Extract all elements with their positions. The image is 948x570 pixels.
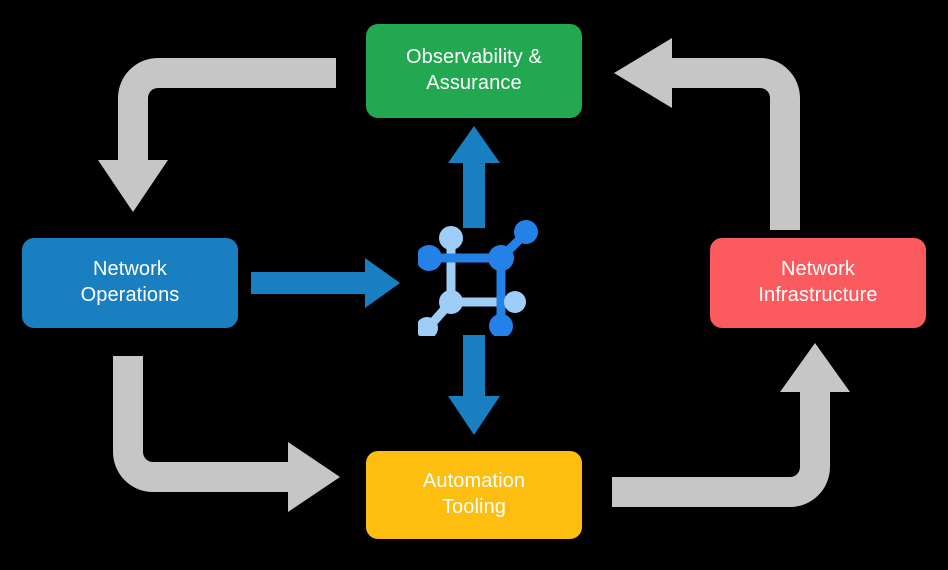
arrow-center-to-observability bbox=[448, 126, 500, 228]
arrow-automation-to-infrastructure bbox=[612, 343, 850, 507]
node-label-observability-assurance: Observability & Assurance bbox=[406, 46, 542, 94]
arrow-infrastructure-to-observability bbox=[614, 38, 800, 230]
node-box-automation-tooling[interactable]: Automation Tooling bbox=[366, 451, 582, 539]
arrow-observability-to-operations bbox=[98, 58, 336, 212]
arrow-center-to-automation bbox=[448, 335, 500, 435]
node-box-observability-assurance[interactable]: Observability & Assurance bbox=[366, 24, 582, 118]
node-label-network-operations: Network Operations bbox=[80, 258, 180, 306]
arrow-operations-to-automation bbox=[113, 356, 340, 512]
node-label-network-infrastructure: Network Infrastructure bbox=[758, 258, 878, 306]
node-box-network-operations[interactable]: Network Operations bbox=[22, 238, 238, 328]
topology-secondary-nodes bbox=[418, 226, 526, 336]
node-label-automation-tooling: Automation Tooling bbox=[422, 470, 526, 518]
network-topology-icon bbox=[418, 220, 538, 336]
arrow-operations-to-center bbox=[251, 258, 400, 308]
topology-primary-nodes bbox=[418, 220, 538, 336]
node-box-network-infrastructure[interactable]: Network Infrastructure bbox=[710, 238, 926, 328]
